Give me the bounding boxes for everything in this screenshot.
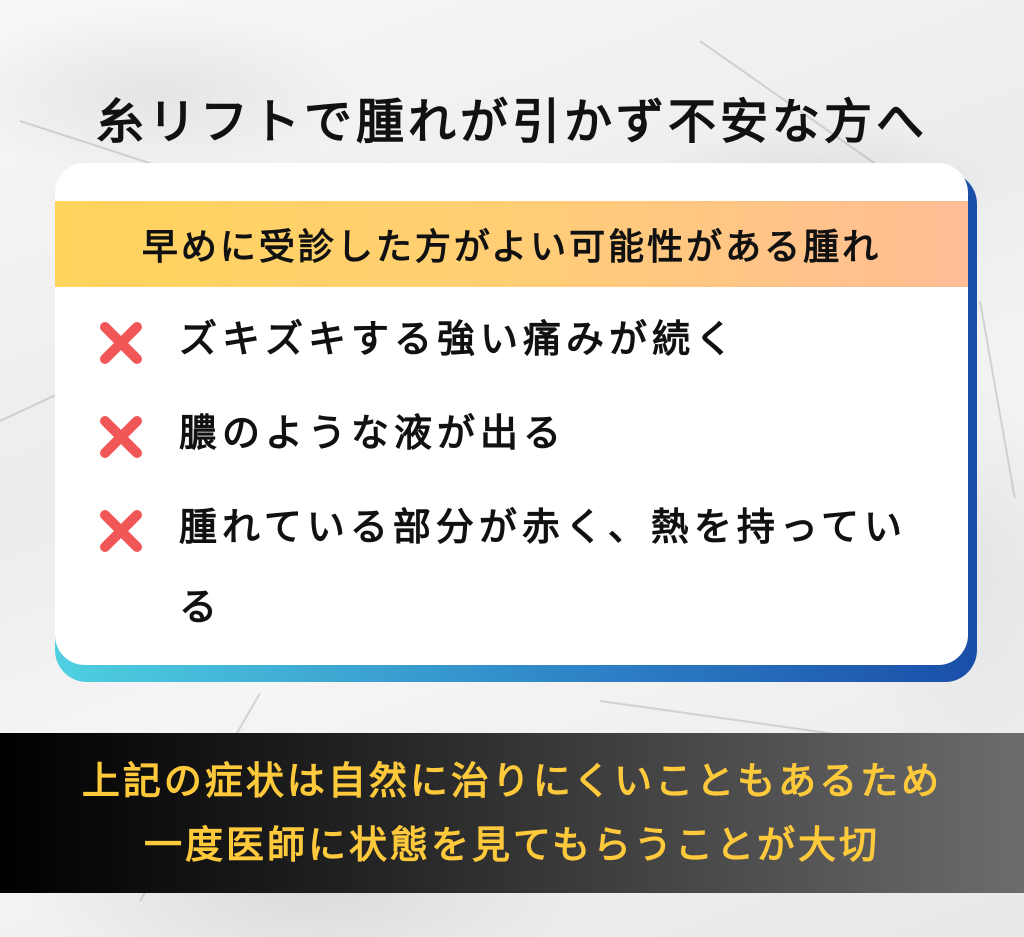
x-mark-icon bbox=[100, 416, 142, 458]
list-item: 膿のような液が出る bbox=[95, 407, 938, 473]
list-item: ズキズキする強い痛みが続く bbox=[95, 313, 938, 379]
banner-line-2: 一度医師に状態を見てもらうことが大切 bbox=[143, 823, 881, 867]
list-item: 腫れている部分が赤く、熱を持っている bbox=[95, 501, 938, 647]
symptom-card: 早めに受診した方がよい可能性がある腫れ ズキズキする強い痛みが続く 膿のような液… bbox=[55, 163, 968, 665]
page-title: 糸リフトで腫れが引かず不安な方へ bbox=[95, 94, 928, 151]
list-item-text: 膿のような液が出る bbox=[179, 411, 567, 455]
x-mark-icon bbox=[100, 510, 142, 552]
card-header: 早めに受診した方がよい可能性がある腫れ bbox=[55, 201, 968, 287]
list-item-text: ズキズキする強い痛みが続く bbox=[179, 317, 739, 361]
x-mark-icon bbox=[100, 322, 142, 364]
list-item-text: 腫れている部分が赤く、熱を持っている bbox=[179, 505, 907, 629]
advice-banner: 上記の症状は自然に治りにくいこともあるため 一度医師に状態を見てもらうことが大切 bbox=[0, 733, 1024, 893]
symptom-list: ズキズキする強い痛みが続く 膿のような液が出る 腫れている部分が赤く、熱を持って… bbox=[95, 313, 938, 665]
banner-line-1: 上記の症状は自然に治りにくいこともあるため bbox=[81, 759, 943, 803]
